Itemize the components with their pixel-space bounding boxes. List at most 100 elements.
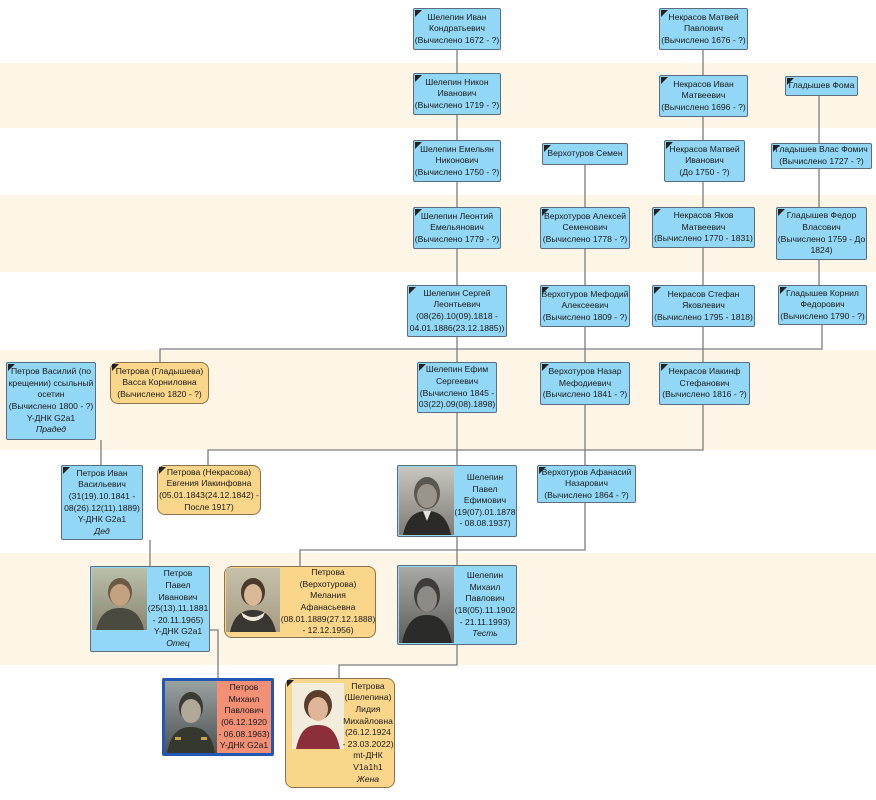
person-card[interactable]: Гладышев Фома [785, 76, 858, 96]
portrait-image [399, 467, 454, 535]
person-dates: (Вычислено 1795 - 1818) [654, 312, 753, 324]
person-card[interactable]: Верхотуров Афанасий Назарович (Вычислено… [537, 465, 636, 503]
person-name: Петров Иван [76, 468, 127, 480]
person-name: Некрасов Матвей [669, 144, 739, 156]
portrait-image [399, 567, 454, 643]
person-dates: (До 1750 - ?) [679, 167, 729, 179]
person-relation: Тесть [472, 628, 498, 640]
person-name: Некрасов Иван [673, 79, 734, 91]
person-name: Петрова [311, 567, 344, 579]
person-photo [92, 568, 147, 630]
selected-person-card[interactable]: Петров Михаил Павлович (06.12.1920 - 06.… [162, 678, 274, 756]
person-card[interactable]: Шелепин Михаил Павлович (18(05).11.1902 … [397, 565, 517, 645]
person-name: Шелепин Ефим [426, 364, 488, 376]
person-patronymic: Васса Корниловна [122, 377, 196, 389]
portrait-image [292, 683, 344, 749]
person-name: Некрасов Иакинф [669, 366, 741, 378]
person-name: Шелепин Сергей [423, 288, 490, 300]
person-card[interactable]: Гладышев Влас Фомич (Вычислено 1727 - ?) [771, 143, 872, 169]
person-card[interactable]: Некрасов Матвей Павлович (Вычислено 1676… [659, 8, 748, 50]
person-dates: (06.12.1920 [221, 717, 267, 729]
person-name: Гладышев Федор [787, 210, 856, 222]
person-name: Шелепин [467, 472, 503, 484]
person-dates: (Вычислено 1750 - ?) [415, 167, 499, 179]
portrait-image [226, 568, 280, 632]
person-dates: 1824) [811, 245, 833, 257]
person-card[interactable]: Петров Василий (по крещении) ссыльный ос… [6, 362, 96, 440]
person-dates: (Вычислено 1800 - ?) [9, 401, 93, 413]
person-patronymic: Никонович [435, 155, 478, 167]
person-dates: 08(26).12(11).1889) [64, 503, 140, 515]
person-patronymic: Иванович [159, 592, 198, 604]
person-name: осетин [37, 389, 64, 401]
person-card[interactable]: Петров Иван Васильевич (31(19).10.1841 -… [61, 465, 143, 540]
person-patronymic: Стефанович [679, 378, 729, 390]
person-dates: (26.12.1924 [345, 727, 391, 739]
person-maiden-name: (Шелепина) [345, 692, 392, 704]
person-photo [165, 681, 217, 753]
person-dates: (Вычислено 1778 - ?) [543, 234, 627, 246]
person-name: Петров Василий (по [11, 366, 91, 378]
person-name: Михаил [229, 694, 260, 706]
person-patronymic: Леонтьевич [434, 299, 481, 311]
person-card[interactable]: Некрасов Иакинф Стефанович (Вычислено 18… [659, 362, 750, 405]
person-card[interactable]: Некрасов Матвей Иванович (До 1750 - ?) [664, 140, 745, 182]
person-name: Павел [166, 580, 191, 592]
person-name: Михаил [470, 582, 501, 594]
person-name: Гладышев Влас Фомич [775, 144, 868, 156]
person-dna: mt-ДНК [353, 750, 382, 762]
person-dna: Y-ДНК G2a1 [220, 740, 268, 752]
person-name: Петрова [351, 681, 384, 693]
person-card[interactable]: Петрова (Верхотурова) Мелания Афанасьевн… [224, 566, 376, 638]
person-card[interactable]: Верхотуров Алексей Семенович (Вычислено … [540, 207, 630, 249]
person-patronymic: Павлович [224, 705, 263, 717]
person-name: Лидия [356, 704, 381, 716]
person-card[interactable]: Некрасов Стефан Яковлевич (Вычислено 179… [652, 285, 755, 327]
person-card[interactable]: Шелепин Емельян Никонович (Вычислено 175… [413, 140, 501, 182]
portrait-image [165, 681, 217, 753]
person-relation: Прадед [36, 424, 66, 436]
person-card[interactable]: Гладышев Федор Власович (Вычислено 1759 … [776, 207, 867, 260]
person-card[interactable]: Петрова (Гладышева) Васса Корниловна (Вы… [110, 362, 209, 404]
person-card[interactable]: Шелепин Никон Иванович (Вычислено 1719 -… [413, 73, 501, 115]
person-card[interactable]: Шелепин Леонтий Емельянович (Вычислено 1… [413, 207, 501, 249]
person-name: Шелепин Никон [425, 77, 488, 89]
person-card[interactable]: Шелепин Сергей Леонтьевич (08(26).10(09)… [407, 285, 507, 337]
person-dna: Y-ДНК G2a1 [78, 514, 126, 526]
person-dates: (25(13).11.1881 [148, 603, 209, 615]
person-card[interactable]: Верхотуров Назар Мефодиевич (Вычислено 1… [540, 362, 630, 405]
person-patronymic: Матвеевич [682, 90, 726, 102]
person-name: Верхотуров Мефодий [541, 289, 628, 301]
person-card[interactable]: Петрова (Некрасова) Евгения Иакинфовна (… [157, 465, 261, 515]
person-dates: - 23.03.2022) [342, 739, 393, 751]
person-patronymic: Назарович [565, 478, 608, 490]
person-name: Гладышев Фома [789, 80, 855, 92]
person-patronymic: Яковлевич [682, 300, 725, 312]
person-card[interactable]: Некрасов Иван Матвеевич (Вычислено 1696 … [659, 75, 748, 117]
person-dates: (19(07).01.1878 [454, 507, 515, 519]
person-dna: Y-ДНК G2a1 [154, 626, 202, 638]
person-card[interactable]: Шелепин Ефим Сергеевич (Вычислено 1845 -… [417, 362, 497, 413]
person-dates: (Вычислено 1676 - ?) [661, 35, 745, 47]
person-patronymic: Афанасьевна [301, 602, 356, 614]
person-card[interactable]: Шелепин Иван Кондратьевич (Вычислено 167… [413, 8, 501, 50]
person-card[interactable]: Гладышев Корнил Федорович (Вычислено 179… [778, 285, 867, 325]
person-card[interactable]: Некрасов Яков Матвеевич (Вычислено 1770 … [652, 207, 755, 248]
person-name: Шелепин Леонтий [421, 211, 493, 223]
person-card[interactable]: Верхотуров Семен [542, 143, 628, 165]
person-name: Шелепин Иван [428, 12, 487, 24]
person-relation: Дед [94, 526, 109, 538]
person-name: Павел [473, 484, 498, 496]
person-card[interactable]: Петров Павел Иванович (25(13).11.1881 - … [90, 566, 210, 652]
person-dates: (Вычислено 1845 - [420, 388, 494, 400]
person-card[interactable]: Шелепин Павел Ефимович (19(07).01.1878 -… [397, 465, 517, 537]
person-dates: (08.01.1889(27.12.1888) [281, 614, 376, 626]
person-dates: (Вычислено 1759 - До [778, 234, 866, 246]
person-card[interactable]: Верхотуров Мефодий Алексеевич (Вычислено… [540, 285, 630, 327]
person-name: Мелания [310, 590, 346, 602]
person-maiden-name: (Верхотурова) [300, 579, 357, 591]
person-dates: - 20.11.1965) [153, 615, 203, 627]
person-card[interactable]: Петрова (Шелепина) Лидия Михайловна (26.… [285, 678, 395, 788]
person-patronymic: Семенович [562, 222, 607, 234]
person-name: Верхотуров Алексей [544, 211, 626, 223]
